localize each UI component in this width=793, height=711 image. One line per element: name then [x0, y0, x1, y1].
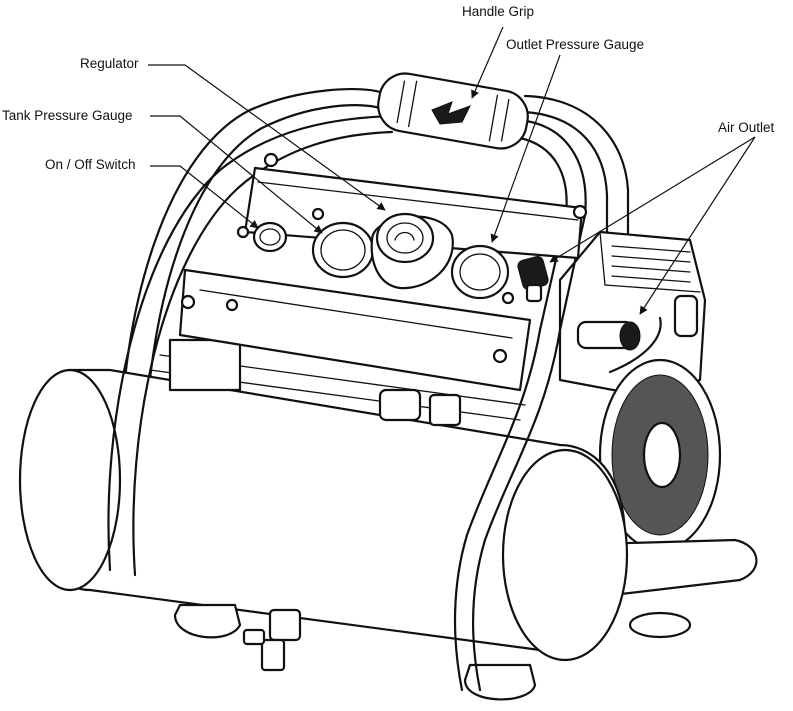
tank-pressure-gauge: [311, 221, 375, 279]
handle-grip-part: [377, 72, 529, 150]
handle-grip-label: Handle Grip: [462, 4, 535, 19]
outlet-pressure-gauge: [450, 244, 510, 300]
air-outlet-label: Air Outlet: [718, 120, 775, 135]
feet: [173, 603, 537, 701]
regulator-knob: [370, 212, 454, 290]
front-frame: [107, 114, 587, 692]
air-outlet-coupler: [517, 255, 549, 303]
internal-parts: [149, 338, 526, 427]
regulator-label: Regulator: [80, 56, 139, 71]
leader-lines: [148, 26, 756, 315]
air-tank: [18, 368, 629, 662]
control-panel-lower: [178, 268, 532, 392]
outlet-pressure-gauge-label: Outlet Pressure Gauge: [506, 37, 645, 52]
on-off-switch-label: On / Off Switch: [45, 157, 136, 172]
motor-housing: [558, 230, 707, 397]
drain-valve: [242, 608, 302, 672]
on-off-switch: [252, 221, 288, 253]
tank-pressure-gauge-label: Tank Pressure Gauge: [2, 108, 133, 123]
hose-fitting: [576, 316, 662, 374]
